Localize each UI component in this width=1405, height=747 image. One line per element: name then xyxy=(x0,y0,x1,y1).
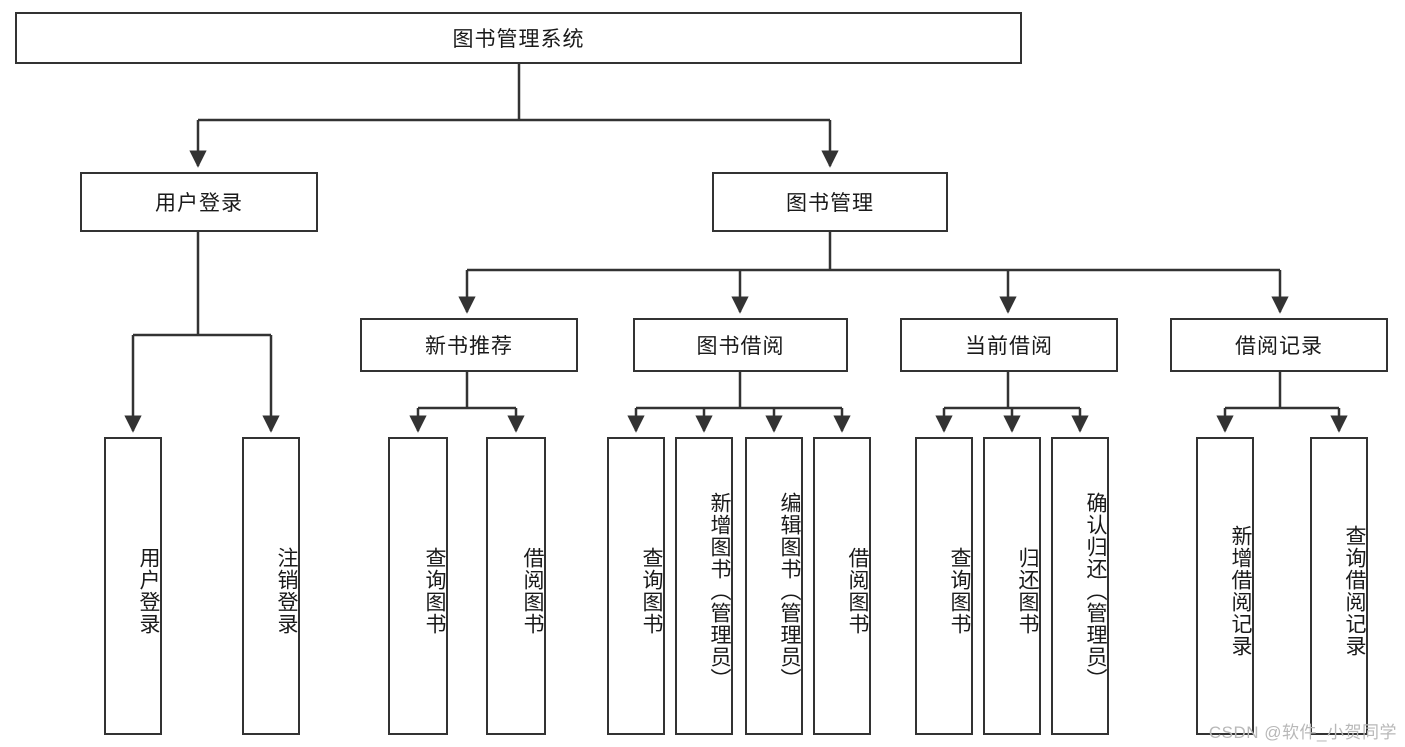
node-leaf-borrow-add-book-label: 新增图书（管理员） xyxy=(708,492,731,690)
node-leaf-rec-borrow-book[interactable]: 借阅图书 xyxy=(486,437,546,735)
node-leaf-rec-borrow-book-label: 借阅图书 xyxy=(521,547,544,635)
node-book-borrow[interactable]: 图书借阅 xyxy=(633,318,848,372)
node-leaf-cur-query-book[interactable]: 查询图书 xyxy=(915,437,973,735)
node-leaf-record-search-label: 查询借阅记录 xyxy=(1343,525,1366,657)
node-leaf-borrow-add-book[interactable]: 新增图书（管理员） xyxy=(675,437,733,735)
node-leaf-user-login[interactable]: 用户登录 xyxy=(104,437,162,735)
node-leaf-logout[interactable]: 注销登录 xyxy=(242,437,300,735)
node-leaf-cur-confirm-return-label: 确认归还（管理员） xyxy=(1084,492,1107,690)
csdn-watermark: CSDN @软件_小贺同学 xyxy=(1208,723,1397,742)
node-book-borrow-label: 图书借阅 xyxy=(696,335,785,358)
node-leaf-borrow-query-book[interactable]: 查询图书 xyxy=(607,437,665,735)
node-user-login[interactable]: 用户登录 xyxy=(80,172,318,232)
node-borrow-record-label: 借阅记录 xyxy=(1235,335,1323,358)
node-book-manage-label: 图书管理 xyxy=(786,192,874,215)
node-current-borrow-label: 当前借阅 xyxy=(965,335,1053,358)
node-leaf-user-login-label: 用户登录 xyxy=(137,547,160,635)
node-new-book-recommend-label: 新书推荐 xyxy=(425,335,513,358)
node-leaf-logout-label: 注销登录 xyxy=(275,547,298,635)
node-leaf-cur-confirm-return[interactable]: 确认归还（管理员） xyxy=(1051,437,1109,735)
node-leaf-borrow-edit-book-label: 编辑图书（管理员） xyxy=(778,492,801,690)
node-new-book-recommend[interactable]: 新书推荐 xyxy=(360,318,578,372)
node-leaf-cur-return-book[interactable]: 归还图书 xyxy=(983,437,1041,735)
node-leaf-borrow-query-book-label: 查询图书 xyxy=(640,547,663,635)
node-leaf-rec-query-book[interactable]: 查询图书 xyxy=(388,437,448,735)
node-root[interactable]: 图书管理系统 xyxy=(15,12,1022,64)
node-book-manage[interactable]: 图书管理 xyxy=(712,172,948,232)
node-user-login-label: 用户登录 xyxy=(155,192,243,215)
node-leaf-borrow-borrow-book-label: 借阅图书 xyxy=(846,547,869,635)
node-leaf-cur-query-book-label: 查询图书 xyxy=(948,547,971,635)
node-leaf-cur-return-book-label: 归还图书 xyxy=(1016,547,1039,635)
node-leaf-record-search[interactable]: 查询借阅记录 xyxy=(1310,437,1368,735)
node-current-borrow[interactable]: 当前借阅 xyxy=(900,318,1118,372)
node-root-label: 图书管理系统 xyxy=(452,28,585,51)
node-leaf-rec-query-book-label: 查询图书 xyxy=(423,547,446,635)
node-leaf-borrow-borrow-book[interactable]: 借阅图书 xyxy=(813,437,871,735)
node-leaf-borrow-edit-book[interactable]: 编辑图书（管理员） xyxy=(745,437,803,735)
node-leaf-record-add[interactable]: 新增借阅记录 xyxy=(1196,437,1254,735)
node-leaf-record-add-label: 新增借阅记录 xyxy=(1229,525,1252,657)
node-borrow-record[interactable]: 借阅记录 xyxy=(1170,318,1388,372)
